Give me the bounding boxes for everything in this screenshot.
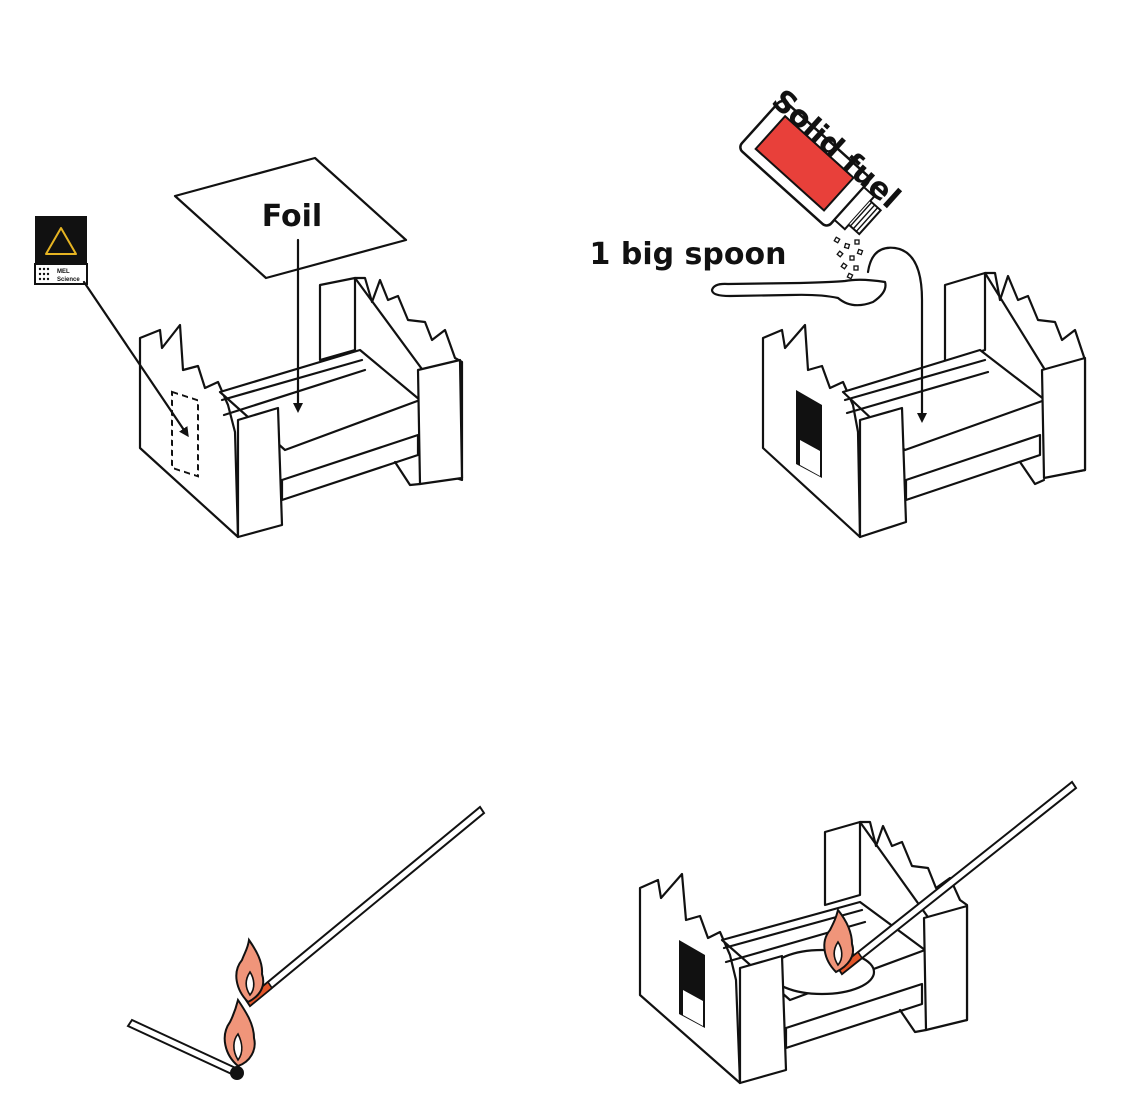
sticker-placeholder <box>171 390 199 478</box>
long-match-icon <box>244 805 486 1008</box>
igniting-match-icon <box>836 780 1078 976</box>
short-match-icon <box>126 1018 244 1080</box>
spoon-label: 1 big spoon <box>590 237 787 272</box>
stove-sticker-2 <box>796 390 822 478</box>
logo-line2: Science <box>57 277 80 283</box>
foil-label: Foil <box>262 199 322 234</box>
stove-4 <box>638 820 969 1085</box>
mel-science-logo-icon: MEL Science <box>34 216 88 285</box>
flame-icon-stove <box>823 907 854 974</box>
fuel-jar-icon <box>739 99 883 236</box>
pour-arrow-icon <box>866 246 927 423</box>
stove-1 <box>138 276 464 539</box>
spoon-icon <box>710 278 887 307</box>
foil-sheet <box>173 156 408 280</box>
stove-sticker-4 <box>679 940 705 1028</box>
stove-2 <box>761 271 1087 539</box>
sticker-arrow-icon <box>82 280 189 438</box>
logo-line1: MEL <box>57 269 70 275</box>
panel-ignite <box>638 780 1078 1085</box>
panel-solid-fuel: 1 big spoon Solid fuel <box>590 83 1087 539</box>
flame-icon-lower <box>223 997 256 1068</box>
panel-matches <box>126 805 486 1080</box>
panel-foil: Foil MEL Science <box>34 156 464 539</box>
fuel-granules <box>833 236 864 280</box>
